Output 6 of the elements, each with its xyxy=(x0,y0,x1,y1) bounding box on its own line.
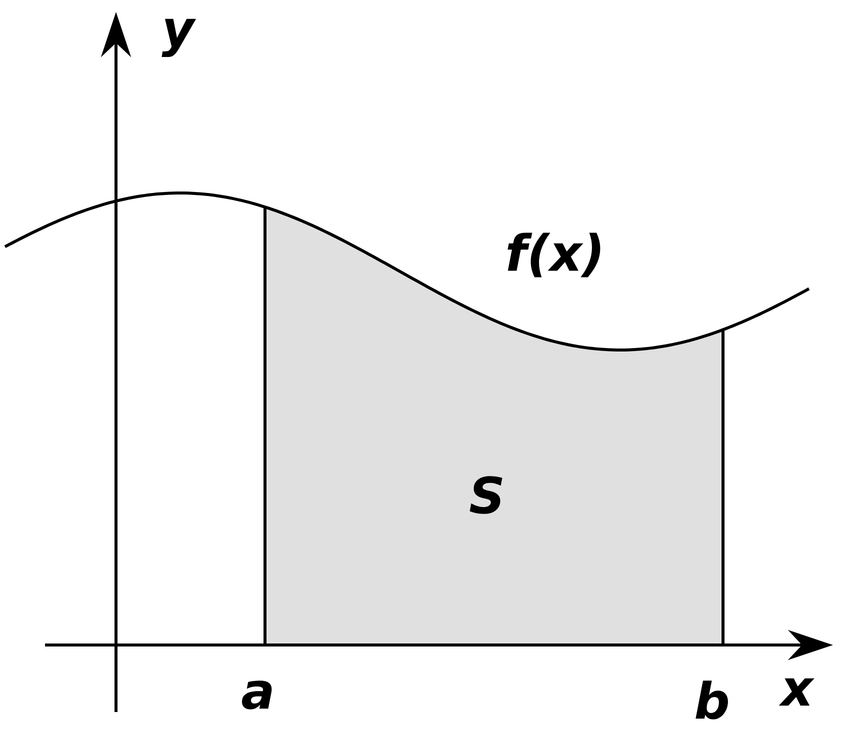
area-label: S xyxy=(470,476,502,514)
bound-label: b xyxy=(696,680,728,720)
axis-label: x xyxy=(778,678,814,706)
bound-label: a xyxy=(242,680,272,710)
axis-label: y xyxy=(162,18,196,58)
function-label: f(x) xyxy=(508,232,600,278)
